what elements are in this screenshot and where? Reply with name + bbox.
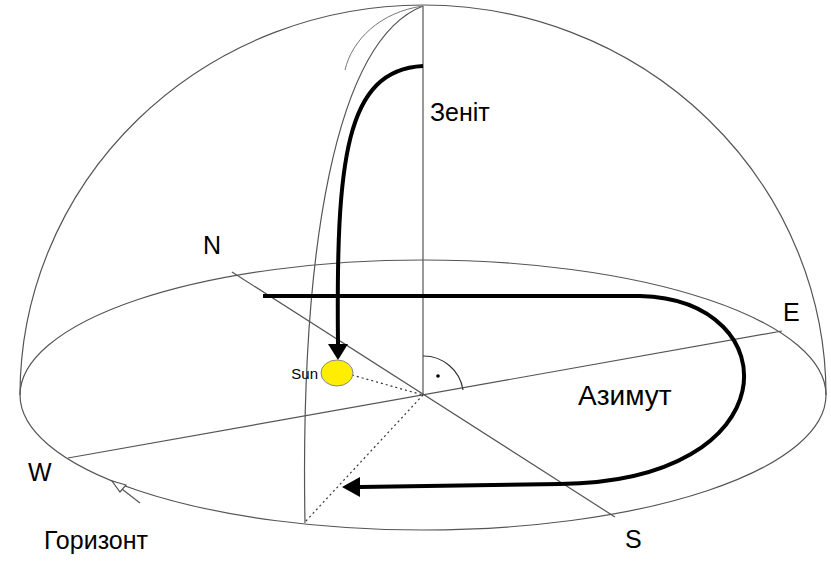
dome-outline bbox=[20, 5, 826, 395]
zenith-arrow bbox=[338, 66, 423, 345]
cardinal-north: N bbox=[203, 233, 221, 258]
sun-disc bbox=[321, 360, 353, 386]
azimuth-arrowhead bbox=[342, 477, 360, 497]
right-angle-mark bbox=[423, 356, 463, 390]
cardinal-south: S bbox=[625, 527, 642, 552]
sun-ray bbox=[352, 375, 423, 395]
sun-label: Sun bbox=[291, 366, 318, 381]
right-angle-dot bbox=[436, 374, 440, 378]
horizon-pointer-head bbox=[112, 481, 126, 492]
azimuth-label: Азимут bbox=[578, 382, 672, 410]
west-east-line bbox=[68, 331, 782, 458]
horizon-label: Горизонт bbox=[44, 528, 148, 553]
vertical-circle-back bbox=[345, 6, 423, 70]
cardinal-west: W bbox=[28, 460, 52, 485]
vertical-circle bbox=[305, 6, 423, 523]
zenith-arrowhead bbox=[328, 344, 348, 360]
zenith-label: Зеніт bbox=[430, 100, 490, 125]
cardinal-east: E bbox=[783, 300, 800, 325]
azimuth-arrow bbox=[263, 296, 744, 487]
azimuth-projection bbox=[305, 395, 423, 522]
